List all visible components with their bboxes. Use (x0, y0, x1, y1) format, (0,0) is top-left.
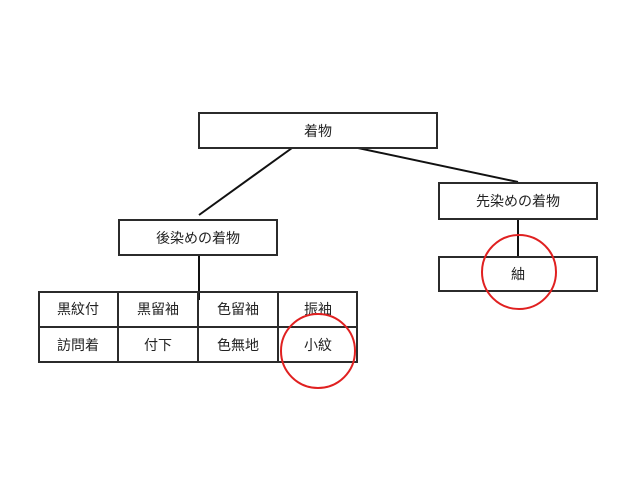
grid-cell-houmongi: 訪問着 (57, 338, 99, 354)
node-atozome: 後染めの着物 (118, 219, 278, 256)
connector-root-sakizome (357, 147, 519, 183)
node-sakizome: 先染めの着物 (438, 182, 598, 220)
grid-cell-kuromontsuki: 黒紋付 (57, 302, 99, 318)
category-grid (38, 291, 358, 363)
grid-cell-furisode: 振袖 (304, 302, 332, 318)
grid-cell-tsukesage: 付下 (144, 338, 172, 354)
connector-root-atozome (198, 147, 293, 216)
grid-cell-iromuji: 色無地 (217, 338, 259, 354)
grid-cell-kurotomesode: 黒留袖 (137, 302, 179, 318)
node-tsumugi: 紬 (438, 256, 598, 292)
grid-cell-irotomesode: 色留袖 (217, 302, 259, 318)
grid-cell-komon: 小紋 (304, 338, 332, 354)
node-root-kimono: 着物 (198, 112, 438, 149)
